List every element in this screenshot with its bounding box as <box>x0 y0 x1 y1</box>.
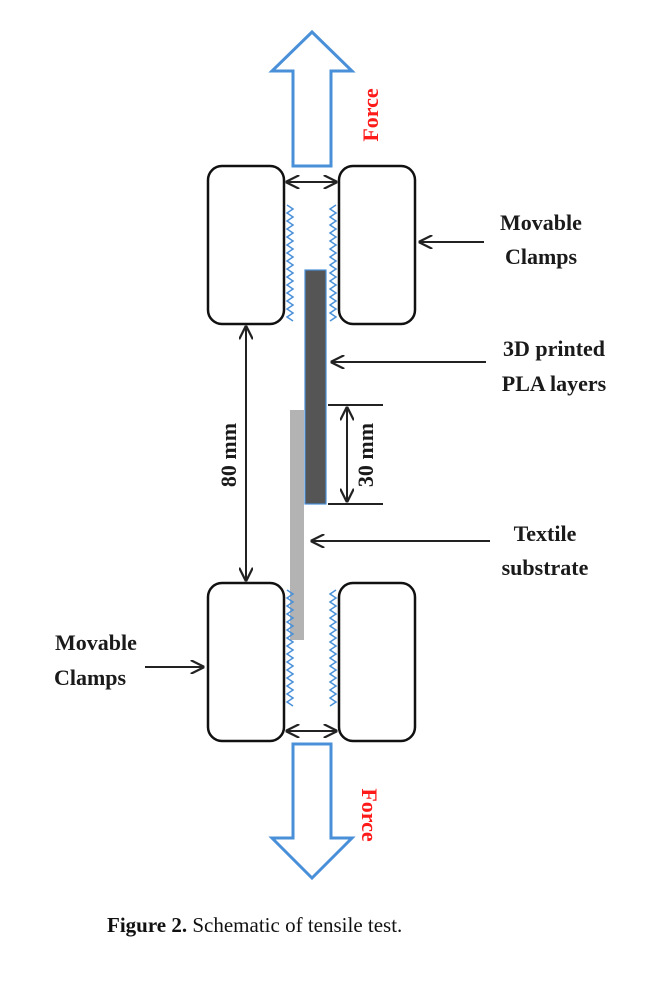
gauge-length-label: 80 mm <box>216 423 241 487</box>
bottom-left-jaw-teeth <box>285 589 295 707</box>
textile-substrate-strip <box>290 410 304 640</box>
pla-label-line2: PLA layers <box>502 371 607 396</box>
force-arrow-up-icon <box>268 29 356 168</box>
figure-caption-label: Figure 2. <box>107 913 187 937</box>
pla-label-line1: 3D printed <box>503 336 605 361</box>
bottom-clamps-label-line2: Clamps <box>54 665 127 690</box>
textile-label-line1: Textile <box>514 521 577 546</box>
overlap-length-label: 30 mm <box>353 423 378 487</box>
top-clamps-label-line1: Movable <box>500 210 582 235</box>
top-left-jaw-teeth <box>285 204 295 322</box>
top-right-clamp <box>337 164 417 326</box>
textile-label-line2: substrate <box>502 555 589 580</box>
pla-layers-strip <box>304 269 327 505</box>
top-left-clamp <box>206 164 286 326</box>
bottom-left-clamp <box>206 581 286 743</box>
figure-caption: Figure 2. Schematic of tensile test. <box>107 913 402 937</box>
bottom-right-jaw-teeth <box>328 589 338 707</box>
force-label-bottom: Force <box>357 788 382 842</box>
force-arrow-down-icon <box>268 742 356 881</box>
top-clamps-label-line2: Clamps <box>505 244 578 269</box>
bottom-clamps-label-line1: Movable <box>55 630 137 655</box>
top-right-jaw-teeth <box>328 204 338 322</box>
bottom-right-clamp <box>337 581 417 743</box>
figure-caption-text: Schematic of tensile test. <box>187 913 402 937</box>
force-label-top: Force <box>358 88 383 142</box>
